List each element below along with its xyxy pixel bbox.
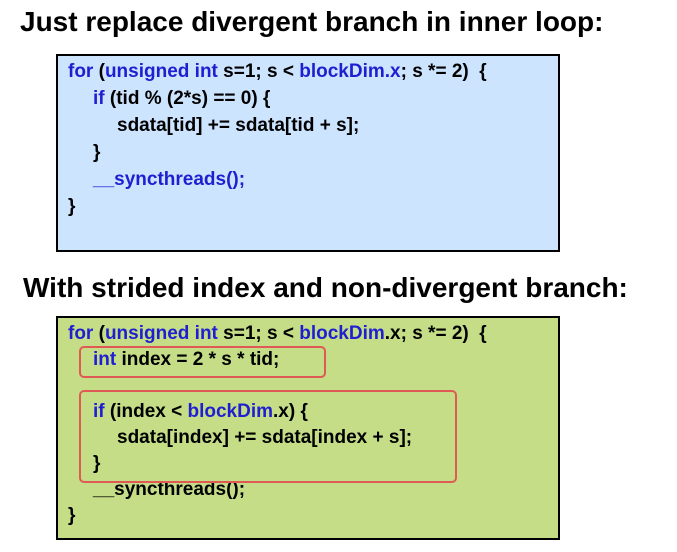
code-keyword: unsigned int (104, 61, 218, 82)
code-text: sdata[index] += sdata[index + s]; (117, 427, 413, 448)
code-keyword: __syncthreads(); (93, 169, 246, 190)
code-keyword: if (93, 401, 105, 422)
code-line: int index = 2 * s * tid; (93, 348, 279, 372)
code-text: } (93, 453, 101, 474)
code-text: (index < (104, 401, 188, 422)
code-text: s=1; s < (217, 323, 300, 344)
code-keyword: blockDim (187, 401, 274, 422)
code-text: .x) { (273, 401, 308, 422)
code-keyword: for (68, 61, 94, 82)
code-line: } (68, 504, 75, 528)
code-block-strided: for (unsigned int s=1; s < blockDim.x; s… (56, 316, 560, 540)
heading-strided-index: With strided index and non-divergent bra… (23, 272, 628, 303)
code-text: ( (93, 61, 105, 82)
highlight-if-branch (79, 390, 457, 483)
code-line: for (unsigned int s=1; s < blockDim.x; s… (68, 322, 487, 346)
code-text: .x; s *= 2) { (384, 323, 487, 344)
code-text: ( (93, 323, 105, 344)
code-line: __syncthreads(); (93, 168, 245, 192)
code-keyword: unsigned int (104, 323, 218, 344)
code-text: } (68, 196, 76, 217)
code-line: } (93, 141, 100, 165)
code-line: if (tid % (2*s) == 0) { (93, 87, 270, 111)
code-text: s=1; s < (217, 61, 300, 82)
code-text: index = 2 * s * tid; (116, 349, 280, 370)
code-keyword: int (93, 349, 117, 370)
code-text: ; s *= 2) { (400, 61, 487, 82)
code-text: sdata[tid] += sdata[tid + s]; (117, 115, 360, 136)
code-text: (tid % (2*s) == 0) { (104, 88, 271, 109)
code-text: } (93, 142, 101, 163)
code-line: sdata[index] += sdata[index + s]; (117, 426, 412, 450)
code-keyword: blockDim.x (299, 61, 401, 82)
code-line: if (index < blockDim.x) { (93, 400, 308, 424)
code-keyword: for (68, 323, 94, 344)
code-line: for (unsigned int s=1; s < blockDim.x; s… (68, 60, 487, 84)
code-block-divergent: for (unsigned int s=1; s < blockDim.x; s… (56, 54, 560, 252)
code-line: } (93, 452, 100, 476)
code-line: } (68, 195, 75, 219)
code-text: } (68, 505, 76, 526)
code-line: sdata[tid] += sdata[tid + s]; (117, 114, 359, 138)
code-text: __syncthreads(); (93, 479, 246, 500)
heading-replace-divergent-branch: Just replace divergent branch in inner l… (20, 6, 604, 37)
code-line: __syncthreads(); (93, 478, 245, 502)
code-keyword: blockDim (299, 323, 385, 344)
code-keyword: if (93, 88, 105, 109)
highlight-index-line (79, 346, 326, 378)
